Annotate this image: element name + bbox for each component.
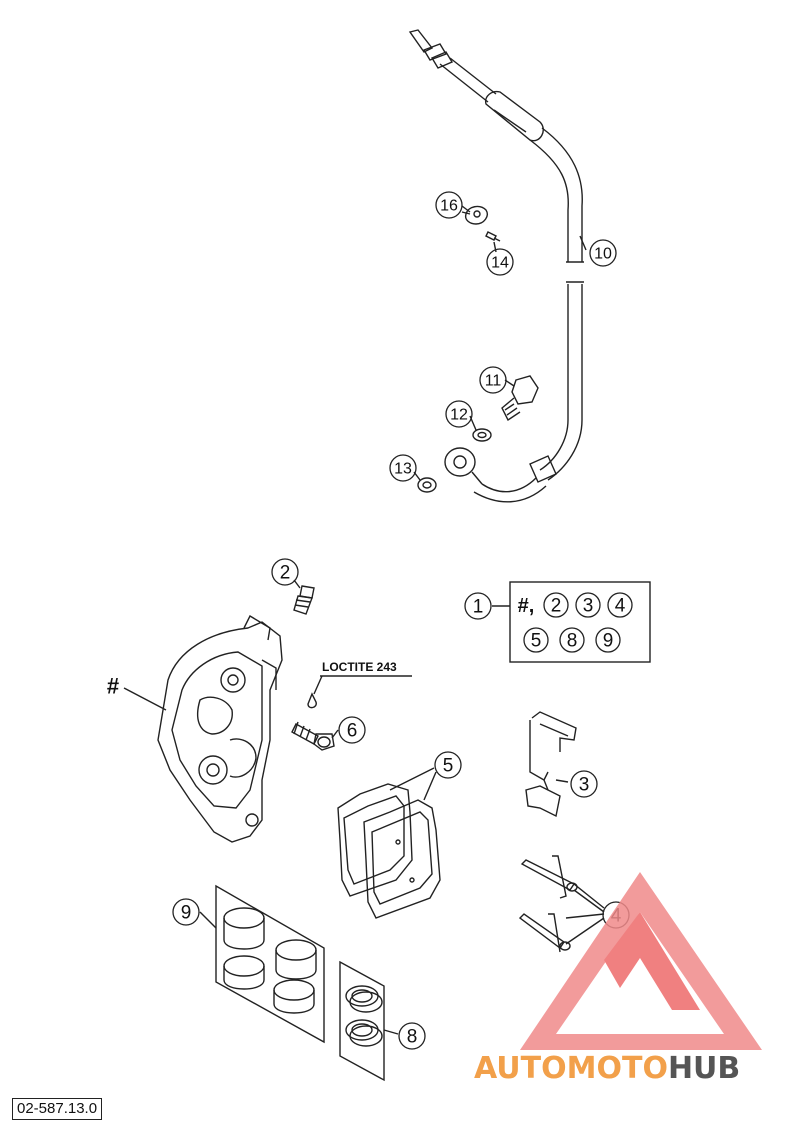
kit-item: 9 xyxy=(603,631,614,652)
callout-12: 12 xyxy=(450,407,468,424)
spring-part-3 xyxy=(525,711,577,818)
watermark-triangle-icon xyxy=(520,872,762,1050)
kit-item: 4 xyxy=(615,596,626,617)
callout-6: 6 xyxy=(347,721,358,742)
callout-9-circle xyxy=(172,898,200,926)
loctite-label: LOCTITE 243 xyxy=(322,660,397,674)
callout-13-circle xyxy=(389,454,417,482)
screw-part-14 xyxy=(485,231,501,242)
callout-11-circle xyxy=(479,366,507,394)
callout-14-circle xyxy=(486,248,514,276)
kit-item: 2 xyxy=(551,596,562,617)
callout-10-circle xyxy=(589,239,617,267)
banjo-bolt-part-11 xyxy=(501,375,539,422)
watermark-text-part1: AUTOMOTO xyxy=(474,1051,668,1086)
callout-12-circle xyxy=(445,400,473,428)
callout-9: 9 xyxy=(181,903,192,924)
callout-1: 1 xyxy=(473,597,484,618)
washer-part-12 xyxy=(472,428,492,442)
callout-2-circle xyxy=(271,558,299,586)
callout-11: 11 xyxy=(485,373,502,390)
watermark-logo xyxy=(520,872,762,1050)
brake-pads-part-5 xyxy=(337,767,441,919)
kit-lead: #, xyxy=(518,595,535,617)
kit-item: 5 xyxy=(531,631,542,652)
washer-part-13 xyxy=(417,477,437,493)
seals-part-8 xyxy=(339,960,385,1082)
kit-box xyxy=(509,581,651,663)
callout-13: 13 xyxy=(394,461,412,478)
brake-line xyxy=(408,29,584,503)
callout-2: 2 xyxy=(280,563,291,584)
callout-14: 14 xyxy=(491,255,509,272)
bleeder-part-2 xyxy=(293,585,315,615)
document-code: 02-587.13.0 xyxy=(12,1098,103,1120)
callout-3-circle xyxy=(570,770,598,798)
callout-6-circle xyxy=(338,716,366,744)
callouts xyxy=(172,191,633,1050)
kit-item: 3 xyxy=(583,596,594,617)
clip-part-16 xyxy=(461,205,488,225)
pistons-part-9 xyxy=(215,884,325,1044)
callout-5-circle xyxy=(434,751,462,779)
callout-16: 16 xyxy=(440,198,458,215)
watermark-text: AUTOMOTOHUB xyxy=(474,1051,740,1086)
watermark-text-part2: HUB xyxy=(668,1051,740,1086)
callout-16-circle xyxy=(435,191,463,219)
caliper-hash-label: # xyxy=(107,674,119,699)
svg-text:AUTOMOTOHUB: AUTOMOTOHUB xyxy=(474,1051,740,1086)
callout-10: 10 xyxy=(594,246,612,263)
loctite-drop xyxy=(307,692,317,709)
callout-8: 8 xyxy=(407,1027,418,1048)
callout-3: 3 xyxy=(579,775,590,796)
callout-8-circle xyxy=(398,1022,426,1050)
hash-leader-line xyxy=(123,687,167,711)
caliper-body xyxy=(157,615,283,843)
callout-1-circle xyxy=(464,592,492,620)
callout-5: 5 xyxy=(443,756,454,777)
kit-item: 8 xyxy=(567,631,578,652)
pins-part-4 xyxy=(518,855,605,953)
bolt-part-6 xyxy=(291,721,335,751)
